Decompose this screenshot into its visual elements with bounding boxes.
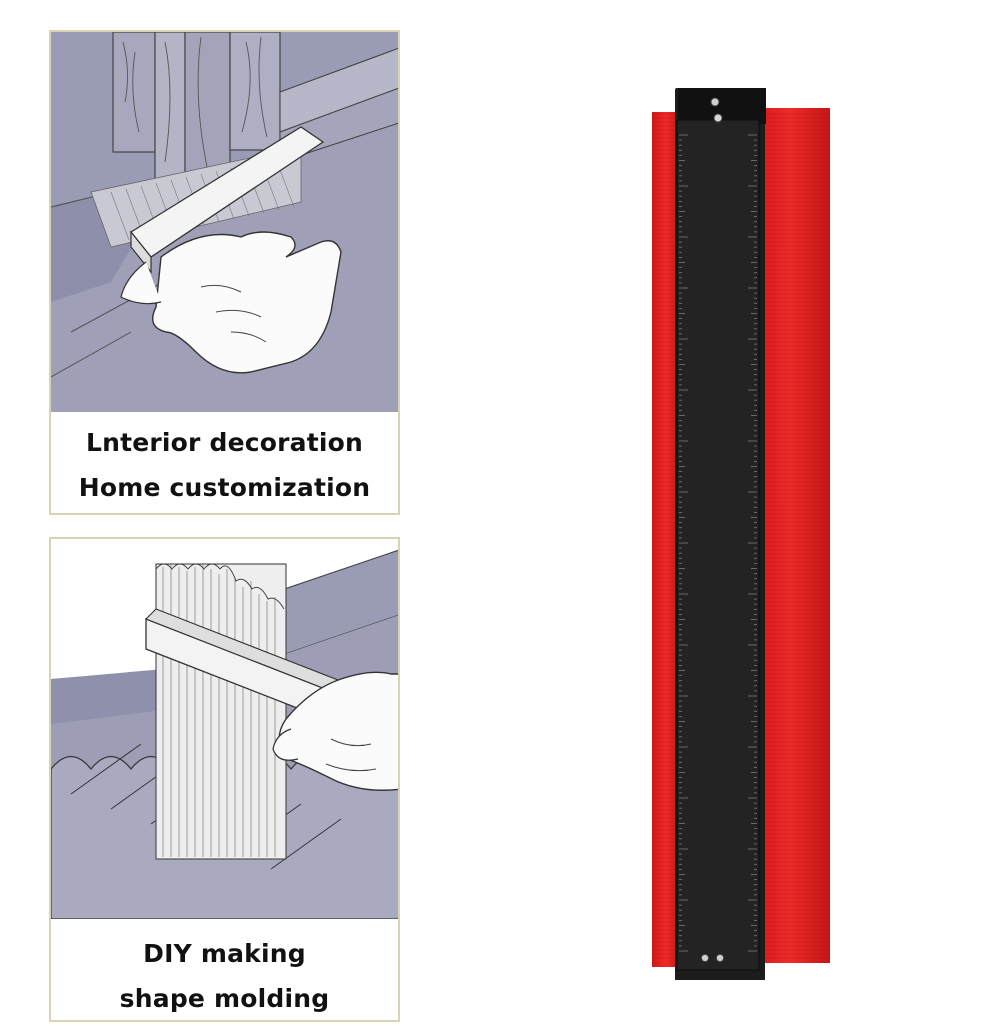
interior-decoration-illustration [51, 32, 398, 412]
contour-gauge-icon [652, 88, 830, 980]
panel-caption: Lnterior decoration Home customization [51, 420, 398, 510]
usage-panel-interior: Lnterior decoration Home customization [49, 30, 400, 515]
usage-panel-molding: DIY making shape molding [49, 537, 400, 1022]
caption-line-1: DIY making [143, 939, 306, 968]
panel-caption: DIY making shape molding [51, 931, 398, 1020]
caption-line-1: Lnterior decoration [85, 428, 364, 457]
shape-molding-illustration [51, 539, 398, 919]
caption-line-2: shape molding [119, 984, 330, 1013]
caption-line-2: Home customization [78, 473, 371, 502]
